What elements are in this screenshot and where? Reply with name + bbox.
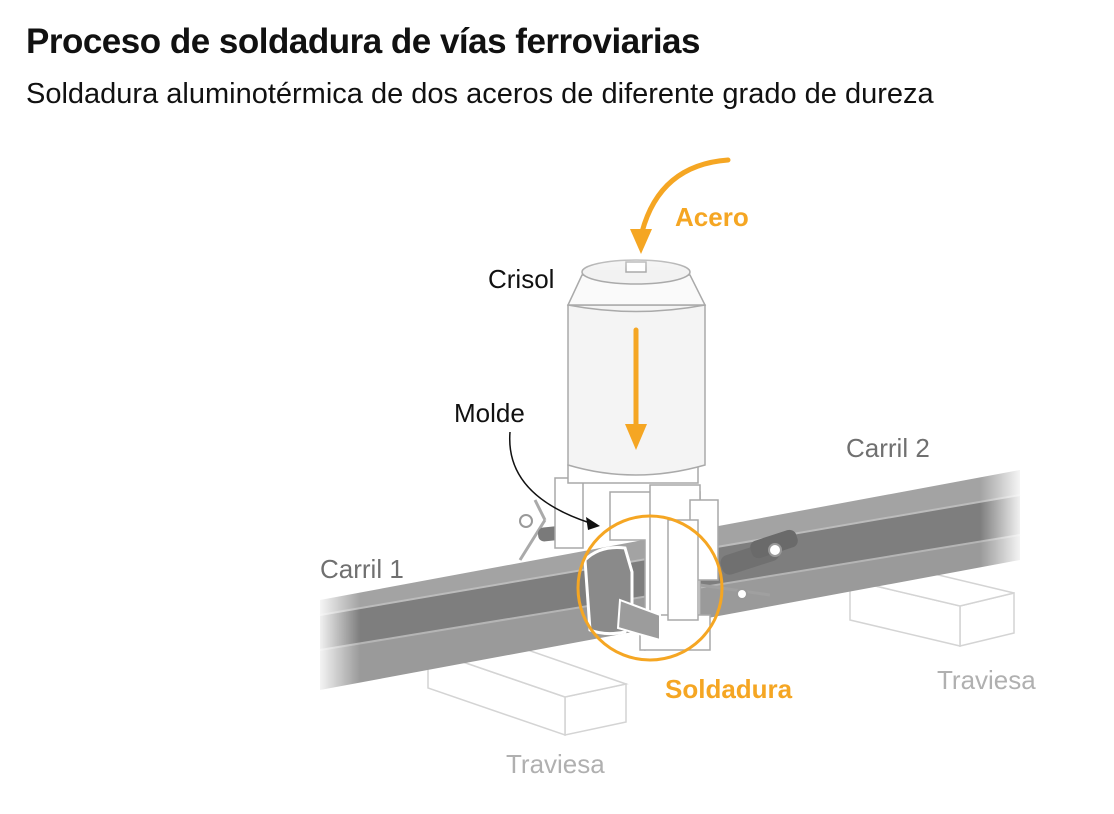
acero-arrowhead-icon	[630, 229, 652, 254]
label-soldadura: Soldadura	[665, 674, 793, 704]
page-title: Proceso de soldadura de vías ferroviaria…	[26, 22, 700, 61]
page-subtitle: Soldadura aluminotérmica de dos aceros d…	[26, 78, 934, 110]
label-carril-2: Carril 2	[846, 433, 930, 463]
label-acero: Acero	[675, 202, 749, 232]
label-molde: Molde	[454, 398, 525, 428]
label-crisol: Crisol	[488, 264, 554, 294]
weld-seam	[583, 546, 661, 642]
label-traviesa-left: Traviesa	[506, 749, 605, 779]
label-carril-1: Carril 1	[320, 554, 404, 584]
soldadura-circle-icon	[576, 514, 724, 662]
pour-arrowhead-icon	[625, 424, 647, 450]
label-traviesa-right: Traviesa	[937, 665, 1036, 695]
molde-pointer-arrowhead-icon	[586, 517, 600, 530]
acero-curved-arrow-icon	[639, 157, 731, 235]
clamp-right	[699, 529, 798, 600]
molde-pointer-icon	[509, 431, 591, 524]
